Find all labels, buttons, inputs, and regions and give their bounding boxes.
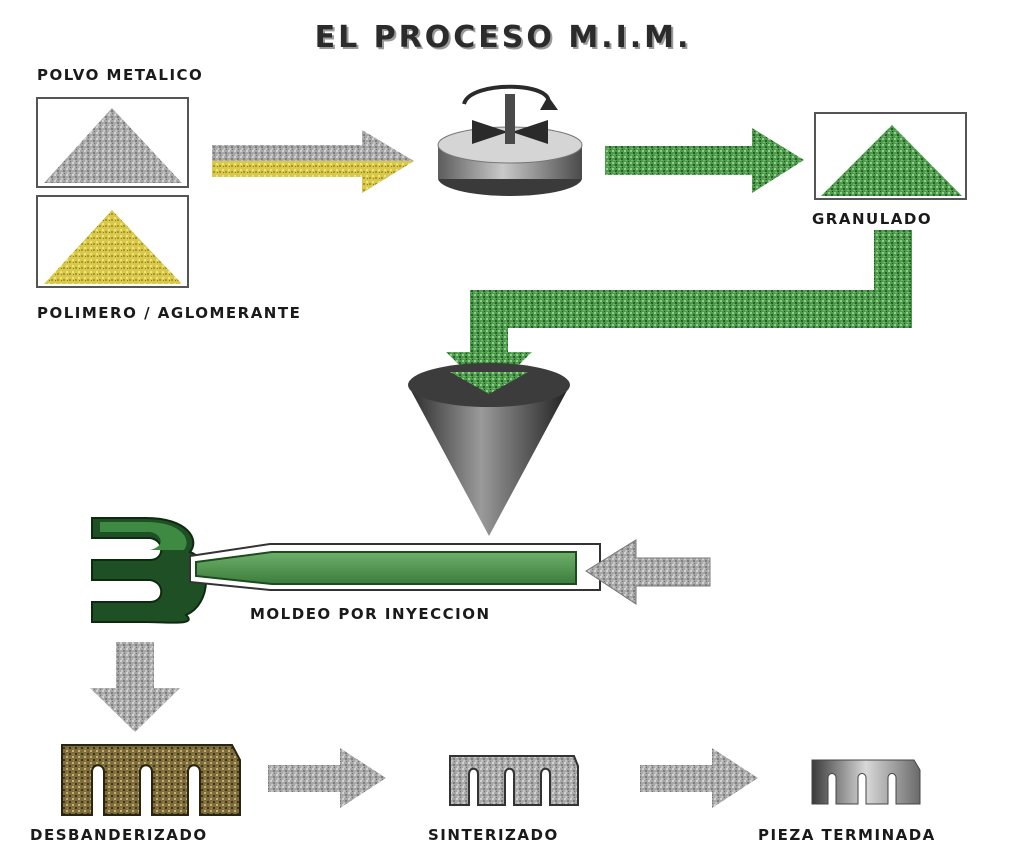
mixer-icon bbox=[437, 84, 583, 196]
debinding-part-icon bbox=[61, 744, 241, 816]
finished-part-label: PIEZA TERMINADA bbox=[758, 826, 936, 844]
metal-powder-pile-icon bbox=[44, 108, 182, 183]
finished-part-icon bbox=[811, 759, 921, 805]
green-arrow-to-granulate bbox=[605, 128, 804, 193]
granulate-pile-icon bbox=[821, 125, 962, 196]
binder-label: POLIMERO / AGLOMERANTE bbox=[37, 304, 302, 322]
metal-powder-box bbox=[36, 97, 189, 188]
hopper-cone-icon bbox=[408, 363, 570, 536]
gray-down-arrow bbox=[90, 642, 180, 732]
sintering-label: SINTERIZADO bbox=[428, 826, 559, 844]
granulate-label: GRANULADO bbox=[812, 210, 933, 228]
injection-mold-icon bbox=[91, 517, 601, 624]
granulate-box bbox=[814, 112, 967, 200]
injection-molding-label: MOLDEO POR INYECCION bbox=[250, 605, 491, 623]
debinding-label: DESBANDERIZADO bbox=[30, 826, 208, 844]
sintered-part-icon bbox=[449, 755, 579, 806]
injection-push-arrow bbox=[585, 539, 711, 605]
binder-box bbox=[36, 195, 189, 288]
metal-powder-label: POLVO METALICO bbox=[37, 66, 204, 84]
binder-pile-icon bbox=[44, 210, 182, 284]
gray-arrow-to-sintering bbox=[268, 748, 386, 808]
gray-arrow-to-finished bbox=[640, 748, 758, 808]
page-title: EL PROCESO M.I.M. bbox=[314, 20, 692, 55]
mixing-arrow bbox=[212, 130, 414, 193]
